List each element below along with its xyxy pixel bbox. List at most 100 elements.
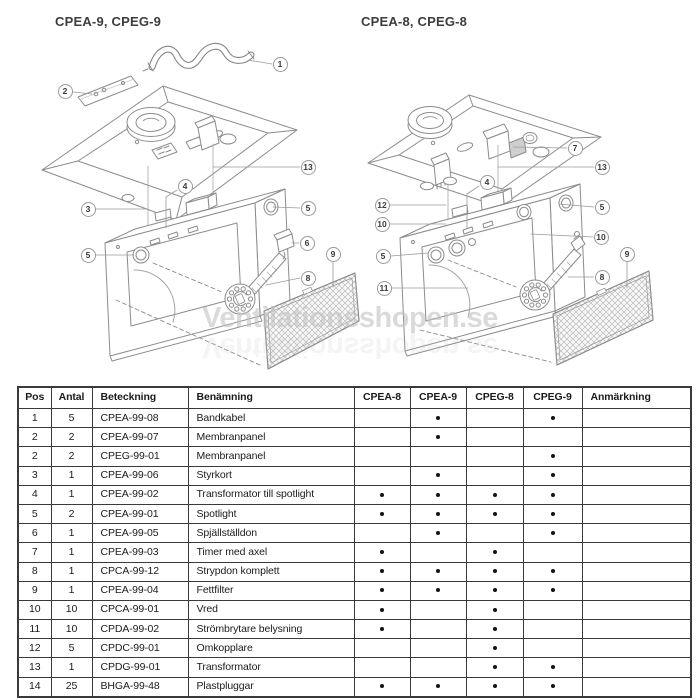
pos-cell: 8 <box>17 561 52 582</box>
anmarkning-cell <box>581 523 692 544</box>
antal-cell: 1 <box>50 657 93 678</box>
anmarkning-cell <box>581 638 692 659</box>
antal-cell: 5 <box>50 407 93 429</box>
availability-cell <box>409 676 467 698</box>
pos-cell: 2 <box>17 446 52 467</box>
availability-cell <box>465 676 524 698</box>
antal-cell: 2 <box>50 503 93 525</box>
beteckning-cell: CPEA-99-02 <box>91 484 189 505</box>
antal-cell: 5 <box>50 638 93 659</box>
anmarkning-cell <box>581 619 692 640</box>
antal-cell: 1 <box>50 523 93 544</box>
availability-dot <box>380 684 384 689</box>
antal-cell: 1 <box>50 484 93 505</box>
availability-cell <box>353 599 411 621</box>
pos-cell: 12 <box>17 638 52 659</box>
callout-13: 13 <box>300 159 316 175</box>
availability-dot <box>492 550 497 555</box>
availability-cell <box>522 446 583 467</box>
antal-cell: 10 <box>50 619 93 640</box>
beteckning-cell: CPEA-99-05 <box>91 523 189 544</box>
availability-cell <box>465 561 524 582</box>
column-header: CPEA-9 <box>409 386 467 409</box>
benamning-cell: Bandkabel <box>187 407 355 429</box>
antal-cell: 2 <box>50 427 93 448</box>
availability-cell <box>353 638 411 659</box>
availability-dot <box>550 665 555 670</box>
benamning-cell: Strypdon komplett <box>187 561 355 582</box>
availability-dot <box>492 511 497 516</box>
pos-cell: 1 <box>17 407 52 429</box>
availability-dot <box>380 607 384 612</box>
right-exploded-view <box>367 94 654 366</box>
beteckning-cell: CPEG-99-01 <box>91 446 189 467</box>
callout-9: 9 <box>325 246 341 262</box>
availability-cell <box>465 580 524 601</box>
column-header: CPEG-8 <box>465 386 524 409</box>
availability-cell <box>522 619 583 640</box>
anmarkning-cell <box>581 542 692 563</box>
availability-cell <box>409 561 467 582</box>
availability-cell <box>409 427 467 448</box>
availability-dot <box>436 473 440 478</box>
benamning-cell: Transformator till spotlight <box>187 484 355 505</box>
pos-cell: 13 <box>17 657 52 678</box>
callout-4: 4 <box>479 174 495 190</box>
pos-cell: 6 <box>17 523 52 544</box>
pos-cell: 9 <box>17 580 52 601</box>
availability-dot <box>492 569 497 574</box>
antal-cell: 1 <box>50 542 93 563</box>
benamning-cell: Plastpluggar <box>187 676 355 698</box>
availability-cell <box>465 484 524 505</box>
availability-cell <box>353 427 411 448</box>
callout-8: 8 <box>594 269 610 285</box>
availability-cell <box>465 523 524 544</box>
callout-10: 10 <box>374 216 390 232</box>
beteckning-cell: CPEA-99-04 <box>91 580 189 601</box>
callout-5: 5 <box>594 199 610 215</box>
left-exploded-view <box>41 42 360 370</box>
availability-dot <box>550 684 555 689</box>
availability-cell <box>353 446 411 467</box>
availability-cell <box>522 484 583 505</box>
availability-cell <box>465 619 524 640</box>
availability-dot <box>436 588 440 593</box>
availability-dot <box>550 530 555 535</box>
anmarkning-cell <box>581 427 692 448</box>
availability-cell <box>409 446 467 467</box>
antal-cell: 10 <box>50 599 93 621</box>
availability-cell <box>465 465 524 486</box>
beteckning-cell: CPEA-99-08 <box>91 407 189 429</box>
column-header: CPEG-9 <box>522 386 583 409</box>
callout-6: 6 <box>299 235 315 251</box>
availability-cell <box>522 638 583 659</box>
antal-cell: 1 <box>50 580 93 601</box>
availability-dot <box>492 588 497 593</box>
beteckning-cell: BHGA-99-48 <box>91 676 189 698</box>
availability-dot <box>550 473 555 478</box>
availability-cell <box>465 657 524 678</box>
availability-cell <box>353 542 411 563</box>
callout-7: 7 <box>567 140 583 156</box>
availability-dot <box>492 646 497 651</box>
availability-cell <box>353 619 411 640</box>
anmarkning-cell <box>581 465 692 486</box>
pos-cell: 10 <box>17 599 52 621</box>
pos-cell: 2 <box>17 427 52 448</box>
availability-dot <box>550 454 555 459</box>
beteckning-cell: CPDC-99-01 <box>91 638 189 659</box>
antal-cell: 1 <box>50 465 93 486</box>
availability-dot <box>492 684 497 689</box>
availability-dot <box>380 492 384 497</box>
availability-dot <box>380 569 384 574</box>
antal-cell: 2 <box>50 446 93 467</box>
availability-cell <box>353 407 411 429</box>
benamning-cell: Transformator <box>187 657 355 678</box>
column-header: CPEA-8 <box>353 386 411 409</box>
availability-cell <box>465 638 524 659</box>
availability-dot <box>380 588 384 593</box>
